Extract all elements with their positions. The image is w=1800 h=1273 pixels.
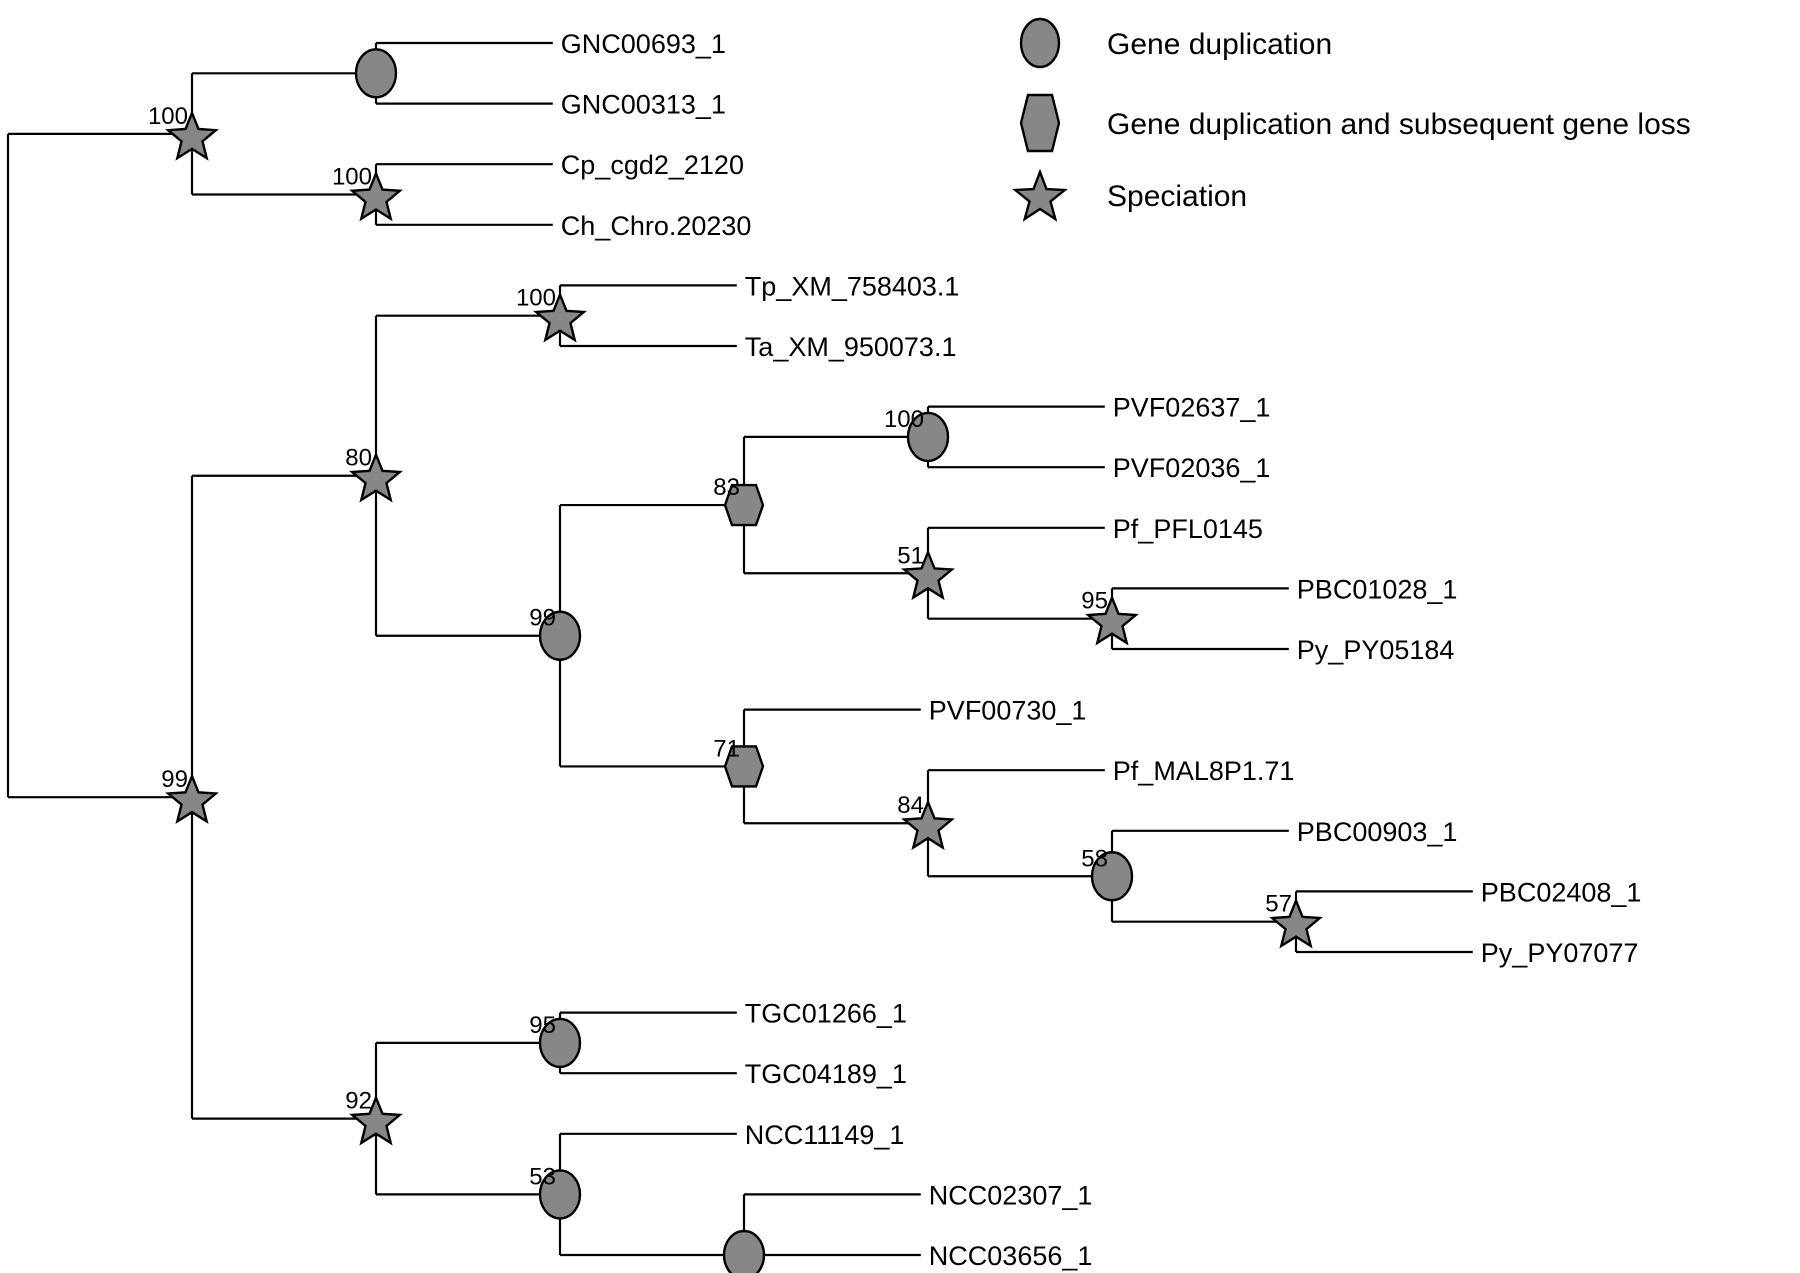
leaf-label: PBC01028_1 (1297, 574, 1458, 604)
leaf-label: PBC00903_1 (1297, 817, 1458, 847)
support-value: 80 (345, 445, 372, 472)
duplication-loss-node-icon (723, 483, 765, 527)
leaf-label: TGC04189_1 (745, 1059, 907, 1089)
support-value: 100 (332, 164, 372, 191)
legend-hexagon-icon (1019, 93, 1061, 153)
tree-nodes (165, 48, 1323, 1273)
duplication-node-icon (354, 48, 398, 99)
leaf-label: PVF00730_1 (929, 696, 1087, 726)
support-value: 57 (1265, 891, 1292, 918)
support-value: 84 (897, 792, 924, 819)
legend-label: Gene duplication (1107, 28, 1332, 61)
leaf-label: Py_PY05184 (1297, 635, 1455, 665)
speciation-node-icon (349, 170, 403, 222)
leaf-label: NCC03656_1 (929, 1241, 1093, 1271)
support-value: 71 (713, 735, 740, 762)
support-value: 58 (1081, 845, 1108, 872)
leaf-label: GNC00313_1 (561, 90, 726, 120)
leaf-label: TGC01266_1 (745, 999, 907, 1029)
duplication-node-icon (1090, 851, 1134, 902)
speciation-node-icon (165, 109, 219, 161)
legend-star-icon (1012, 168, 1068, 222)
duplication-loss-node-icon (723, 745, 765, 788)
legend-label: Speciation (1107, 180, 1247, 213)
support-value: 95 (1081, 588, 1108, 615)
leaf-label: Cp_cgd2_2120 (561, 150, 744, 180)
speciation-node-icon (901, 798, 955, 851)
speciation-node-icon (349, 451, 403, 503)
leaf-label: GNC00693_1 (561, 29, 726, 59)
legend-item-duplication: Gene duplication (1019, 17, 1332, 69)
legend-item-speciation: Speciation (1012, 168, 1247, 222)
leaf-label: NCC11149_1 (745, 1120, 905, 1150)
support-value: 100 (516, 285, 556, 312)
leaf-label: PVF02637_1 (1113, 393, 1271, 423)
duplication-node-icon (722, 1229, 766, 1273)
duplication-node-icon (538, 1169, 582, 1220)
support-value: 83 (713, 474, 740, 501)
leaf-label: Py_PY07077 (1481, 938, 1639, 968)
tree-labels: GNC00693_1GNC00313_1Cp_cgd2_2120Ch_Chro.… (148, 29, 1642, 1271)
speciation-node-icon (165, 772, 219, 824)
legend: Gene duplication Gene duplication and su… (1012, 17, 1691, 222)
support-value: 92 (345, 1088, 372, 1115)
leaf-label: Ta_XM_950073.1 (745, 332, 957, 362)
leaf-label: Ch_Chro.20230 (561, 211, 752, 241)
duplication-node-icon (906, 411, 950, 463)
leaf-label: NCC02307_1 (929, 1180, 1093, 1210)
speciation-node-icon (1269, 897, 1323, 949)
support-value: 51 (897, 542, 924, 569)
leaf-label: Pf_PFL0145 (1113, 514, 1263, 544)
duplication-node-icon (538, 610, 582, 661)
speciation-node-icon (1085, 594, 1139, 646)
duplication-node-icon (538, 1017, 582, 1069)
leaf-label: Tp_XM_758403.1 (745, 271, 960, 301)
leaf-label: PBC02408_1 (1481, 877, 1642, 907)
leaf-label: PVF02036_1 (1113, 453, 1271, 483)
support-value: 99 (529, 605, 556, 632)
legend-item-duplication-loss: Gene duplication and subsequent gene los… (1019, 93, 1691, 153)
leaf-label: Pf_MAL8P1.71 (1113, 756, 1295, 786)
support-value: 95 (529, 1012, 556, 1039)
support-value: 100 (884, 406, 924, 433)
support-value: 53 (529, 1163, 556, 1190)
speciation-node-icon (533, 291, 587, 343)
legend-ellipse-icon (1019, 17, 1061, 69)
speciation-node-icon (349, 1094, 403, 1146)
legend-label: Gene duplication and subsequent gene los… (1107, 108, 1691, 141)
speciation-node-icon (901, 549, 955, 601)
support-value: 99 (161, 766, 188, 793)
support-value: 100 (148, 103, 188, 130)
